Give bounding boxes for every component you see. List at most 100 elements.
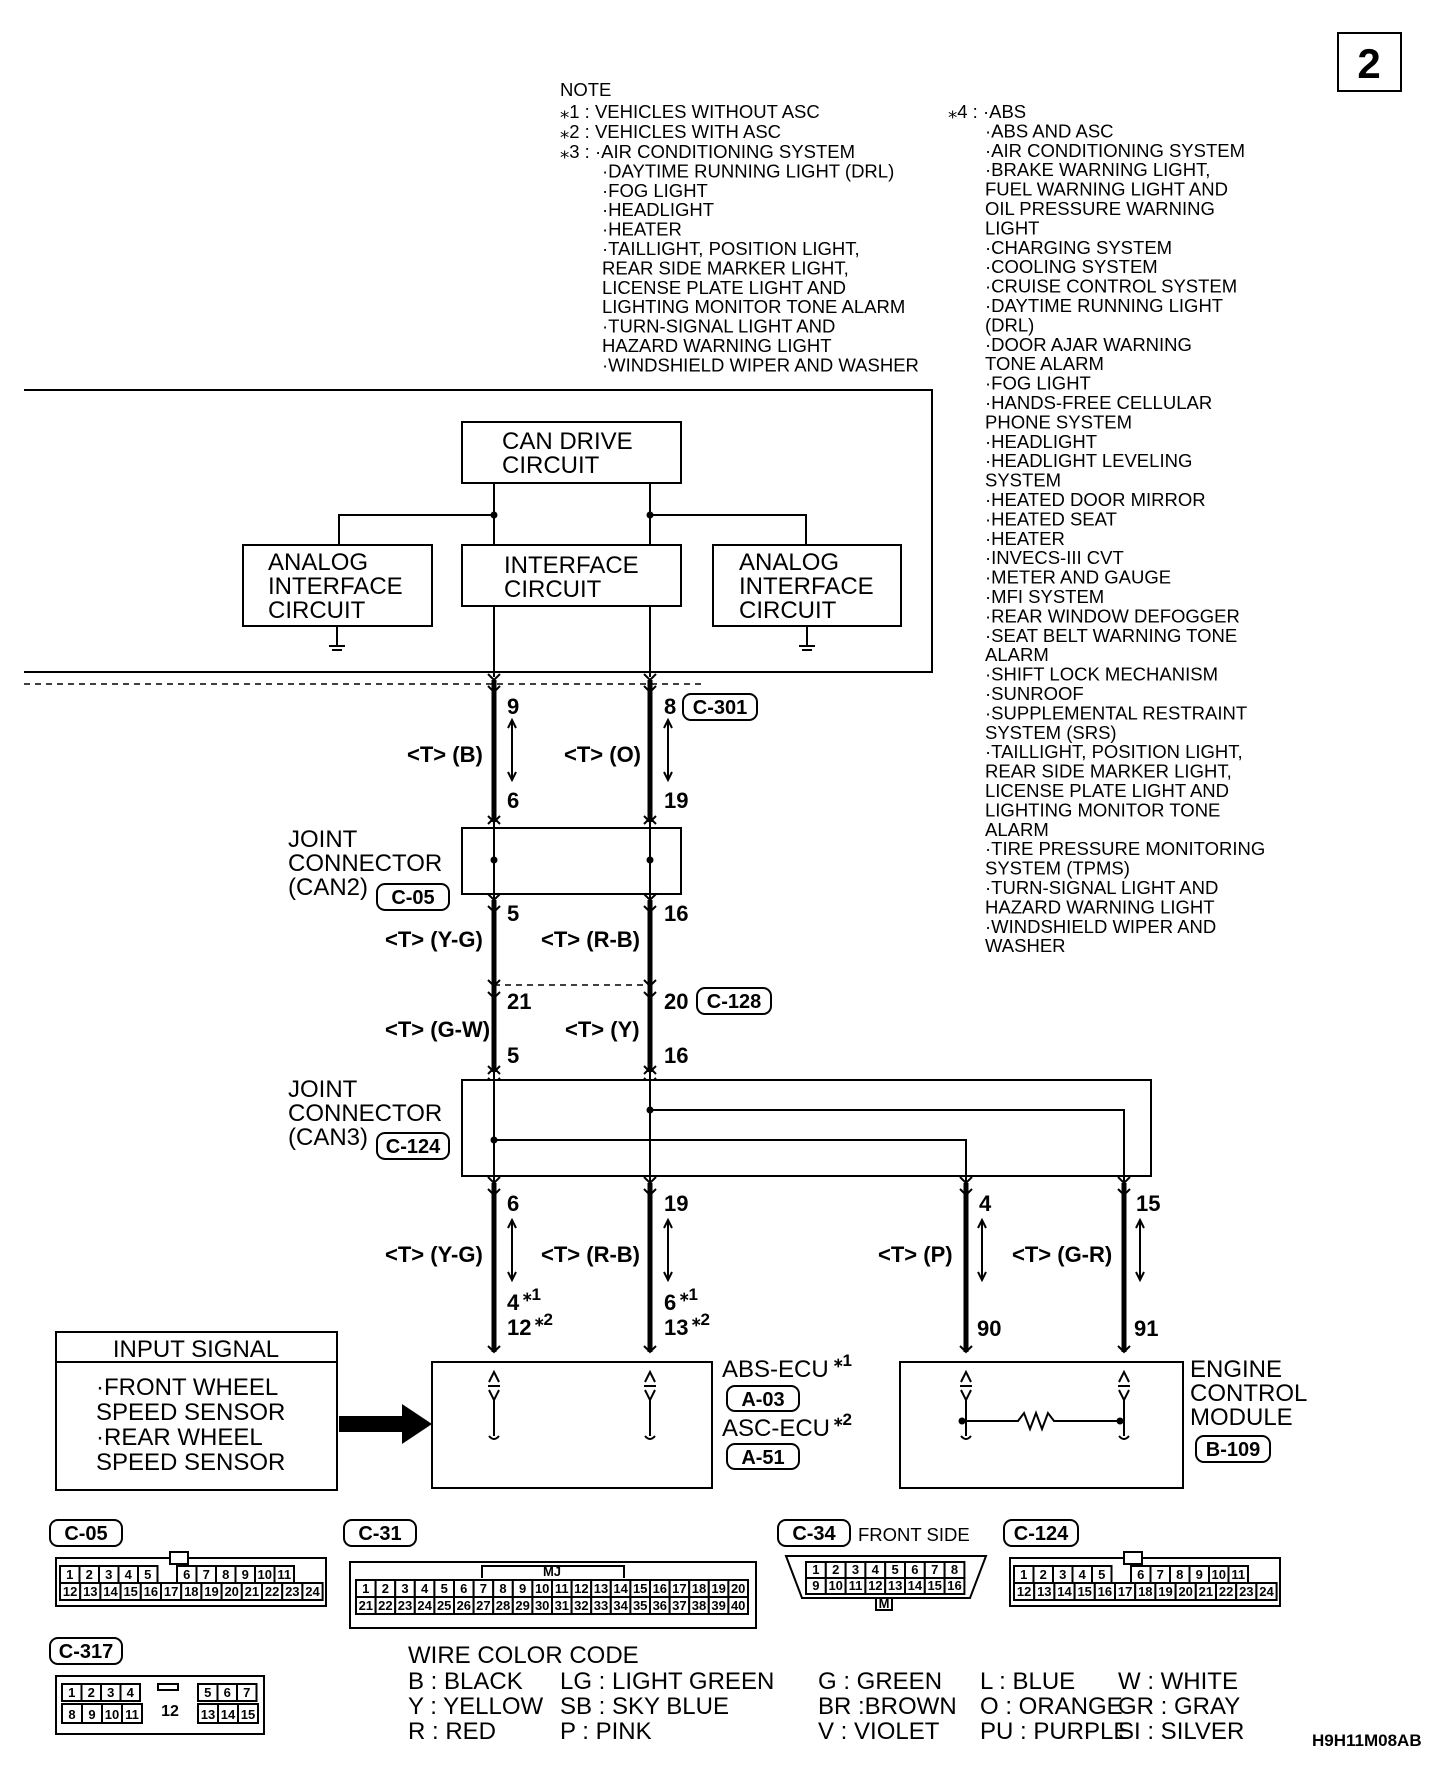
note-star3-line: REAR SIDE MARKER LIGHT,: [602, 257, 849, 278]
note-star3-line: ·DAYTIME RUNNING LIGHT (DRL): [602, 160, 894, 181]
junction-dot: [490, 511, 498, 519]
joint-connector-can2-box: [461, 827, 682, 895]
c31-bottom-cell-label: 40: [731, 1598, 745, 1613]
input-signal-line-3: ·REAR WHEEL: [96, 1424, 263, 1451]
note-star4-line: ALARM: [985, 819, 1049, 840]
signal-direction-arrows: [507, 717, 1145, 1283]
interface-label-1: INTERFACE: [504, 552, 639, 579]
c34-bottom-cell-label: 9: [812, 1578, 819, 1593]
svg-text:A-03: A-03: [741, 1389, 784, 1411]
note-star4-line: ·HEATER: [985, 528, 1065, 549]
c31-bottom-cell-label: 39: [711, 1598, 725, 1613]
abs-ecu-label: ABS-ECU: [722, 1356, 829, 1383]
abs-star2-left: ⁎2: [534, 1310, 553, 1329]
c317-bottom-b-cell-label: 14: [221, 1707, 236, 1722]
c124-tag: C-124: [1003, 1519, 1079, 1547]
c31-top-cell-label: 7: [480, 1581, 487, 1596]
abs-pin-right-2: 13: [664, 1315, 688, 1340]
svg-text:B-109: B-109: [1206, 1439, 1260, 1461]
connector-ref-b109: B-109: [1195, 1435, 1271, 1463]
note-star4-line: (DRL): [985, 314, 1034, 335]
note-star3-line: ⁎3 : ·AIR CONDITIONING SYSTEM: [560, 141, 855, 162]
wire-color-code-entry: LG : LIGHT GREEN: [560, 1668, 774, 1695]
pin-6-lower: 6: [507, 1191, 519, 1216]
bidirectional-arrow-icon: [663, 1217, 673, 1283]
note-star3-line: ·HEADLIGHT: [602, 199, 714, 220]
c05-tag: C-05: [49, 1519, 123, 1547]
c34-top-cell-label: 2: [832, 1562, 839, 1577]
c124-bottom-cell-label: 17: [1118, 1584, 1132, 1599]
c317-tag: C-317: [49, 1637, 123, 1665]
connector-chevron-icon: [487, 816, 501, 825]
note-star4-line: ·CRUISE CONTROL SYSTEM: [985, 276, 1237, 297]
c31-top-cell-label: 15: [633, 1581, 647, 1596]
c34-key-icon: [875, 1597, 893, 1611]
can-drive-circuit-box: [461, 421, 682, 484]
right-analog-feed: [650, 514, 807, 545]
c34-top-cell-label: 8: [951, 1562, 958, 1577]
c31-bottom-cell-label: 30: [535, 1598, 549, 1613]
c05-bottom-cell-label: 22: [265, 1584, 279, 1599]
c31-bottom-cell-label: 31: [555, 1598, 569, 1613]
asc-ecu-label: ASC-ECU: [722, 1415, 830, 1442]
wire-color-code-title: WIRE COLOR CODE: [408, 1642, 639, 1669]
bidirectional-arrow-icon: [663, 717, 673, 783]
pin-20: 20: [664, 989, 688, 1014]
c05-top-b-cell-label: 9: [242, 1567, 249, 1582]
note-star4-line: ·METER AND GAUGE: [985, 567, 1171, 588]
wire-color-code-entry: SI : SILVER: [1118, 1718, 1244, 1745]
c31-mark: MJ: [543, 1564, 561, 1579]
c31-top-cell-label: 3: [401, 1581, 408, 1596]
c34-bottom-cell-label: 11: [849, 1578, 863, 1593]
connector-chevron-icon: [959, 1345, 973, 1354]
bidirectional-arrow-icon: [977, 1217, 987, 1283]
c05-bottom-cell-label: 20: [224, 1584, 238, 1599]
abs-star1-left: ⁎1: [522, 1285, 541, 1304]
c124-bottom-cell-label: 20: [1178, 1584, 1192, 1599]
c31-bottom-cell-label: 38: [692, 1598, 706, 1613]
c31-bottom-cell-label: 27: [476, 1598, 490, 1613]
c31-top-cell-label: 20: [731, 1581, 745, 1596]
svg-text:A-51: A-51: [741, 1447, 784, 1469]
c05-bottom-cell-label: 18: [184, 1584, 198, 1599]
c31-bottom-cell-label: 25: [437, 1598, 451, 1613]
connector-chevron-icon: [487, 979, 501, 988]
c31-bottom-cell-label: 37: [672, 1598, 686, 1613]
abs-pin-left-2: 12: [507, 1315, 531, 1340]
wire-color-code-entry: R : RED: [408, 1718, 496, 1745]
c31-top-cell-label: 2: [382, 1581, 389, 1596]
c124-top-b-cell-label: 7: [1157, 1567, 1164, 1582]
abs-pin-left-1: 4: [507, 1290, 520, 1315]
joint2-label-2: CONNECTOR: [288, 850, 442, 877]
note-star4-line: LICENSE PLATE LIGHT AND: [985, 780, 1229, 801]
note-star4-line: ·COOLING SYSTEM: [985, 256, 1158, 277]
pin-16-lower: 16: [664, 1043, 688, 1068]
pin-21: 21: [507, 989, 531, 1014]
analog-right-3: CIRCUIT: [739, 597, 837, 624]
c34-bottom-cell-label: 14: [908, 1578, 923, 1593]
c31-bottom-cell-label: 32: [574, 1598, 588, 1613]
c05-top-b-cell-label: 10: [258, 1567, 272, 1582]
c317-top-b-cell-label: 5: [204, 1685, 211, 1700]
bidirectional-arrow-icon: [1135, 1217, 1145, 1283]
wire-label-o: <T> (O): [564, 742, 641, 767]
connector-chevron-icon: [487, 1188, 501, 1197]
c34-bottom-cell-label: 13: [888, 1578, 902, 1593]
pin-5-lower: 5: [507, 1043, 519, 1068]
c05-top-cell-label: 3: [105, 1567, 112, 1582]
c317-top-cell-label: 4: [127, 1685, 135, 1700]
left-analog-feed: [338, 514, 494, 545]
c317-lock-icon: [157, 1683, 179, 1691]
can-l-branch: [650, 1109, 1125, 1183]
joint2-label-1: JOINT: [288, 826, 358, 853]
note-star3-line: ·HEATER: [602, 219, 682, 240]
c05-bottom-cell-label: 15: [123, 1584, 137, 1599]
note-star4-line: ·REAR WINDOW DEFOGGER: [985, 605, 1240, 626]
c317-bottom-cell: [121, 1703, 143, 1724]
c31-lock-icon: [481, 1565, 625, 1578]
c05-top-cell-label: 1: [66, 1567, 73, 1582]
note-star4-line: ·SUPPLEMENTAL RESTRAINT: [985, 702, 1247, 723]
junction-dot: [646, 511, 654, 519]
note-star4-line: ·DOOR AJAR WARNING: [985, 334, 1192, 355]
note-star4-line: ·HANDS-FREE CELLULAR: [985, 392, 1212, 413]
